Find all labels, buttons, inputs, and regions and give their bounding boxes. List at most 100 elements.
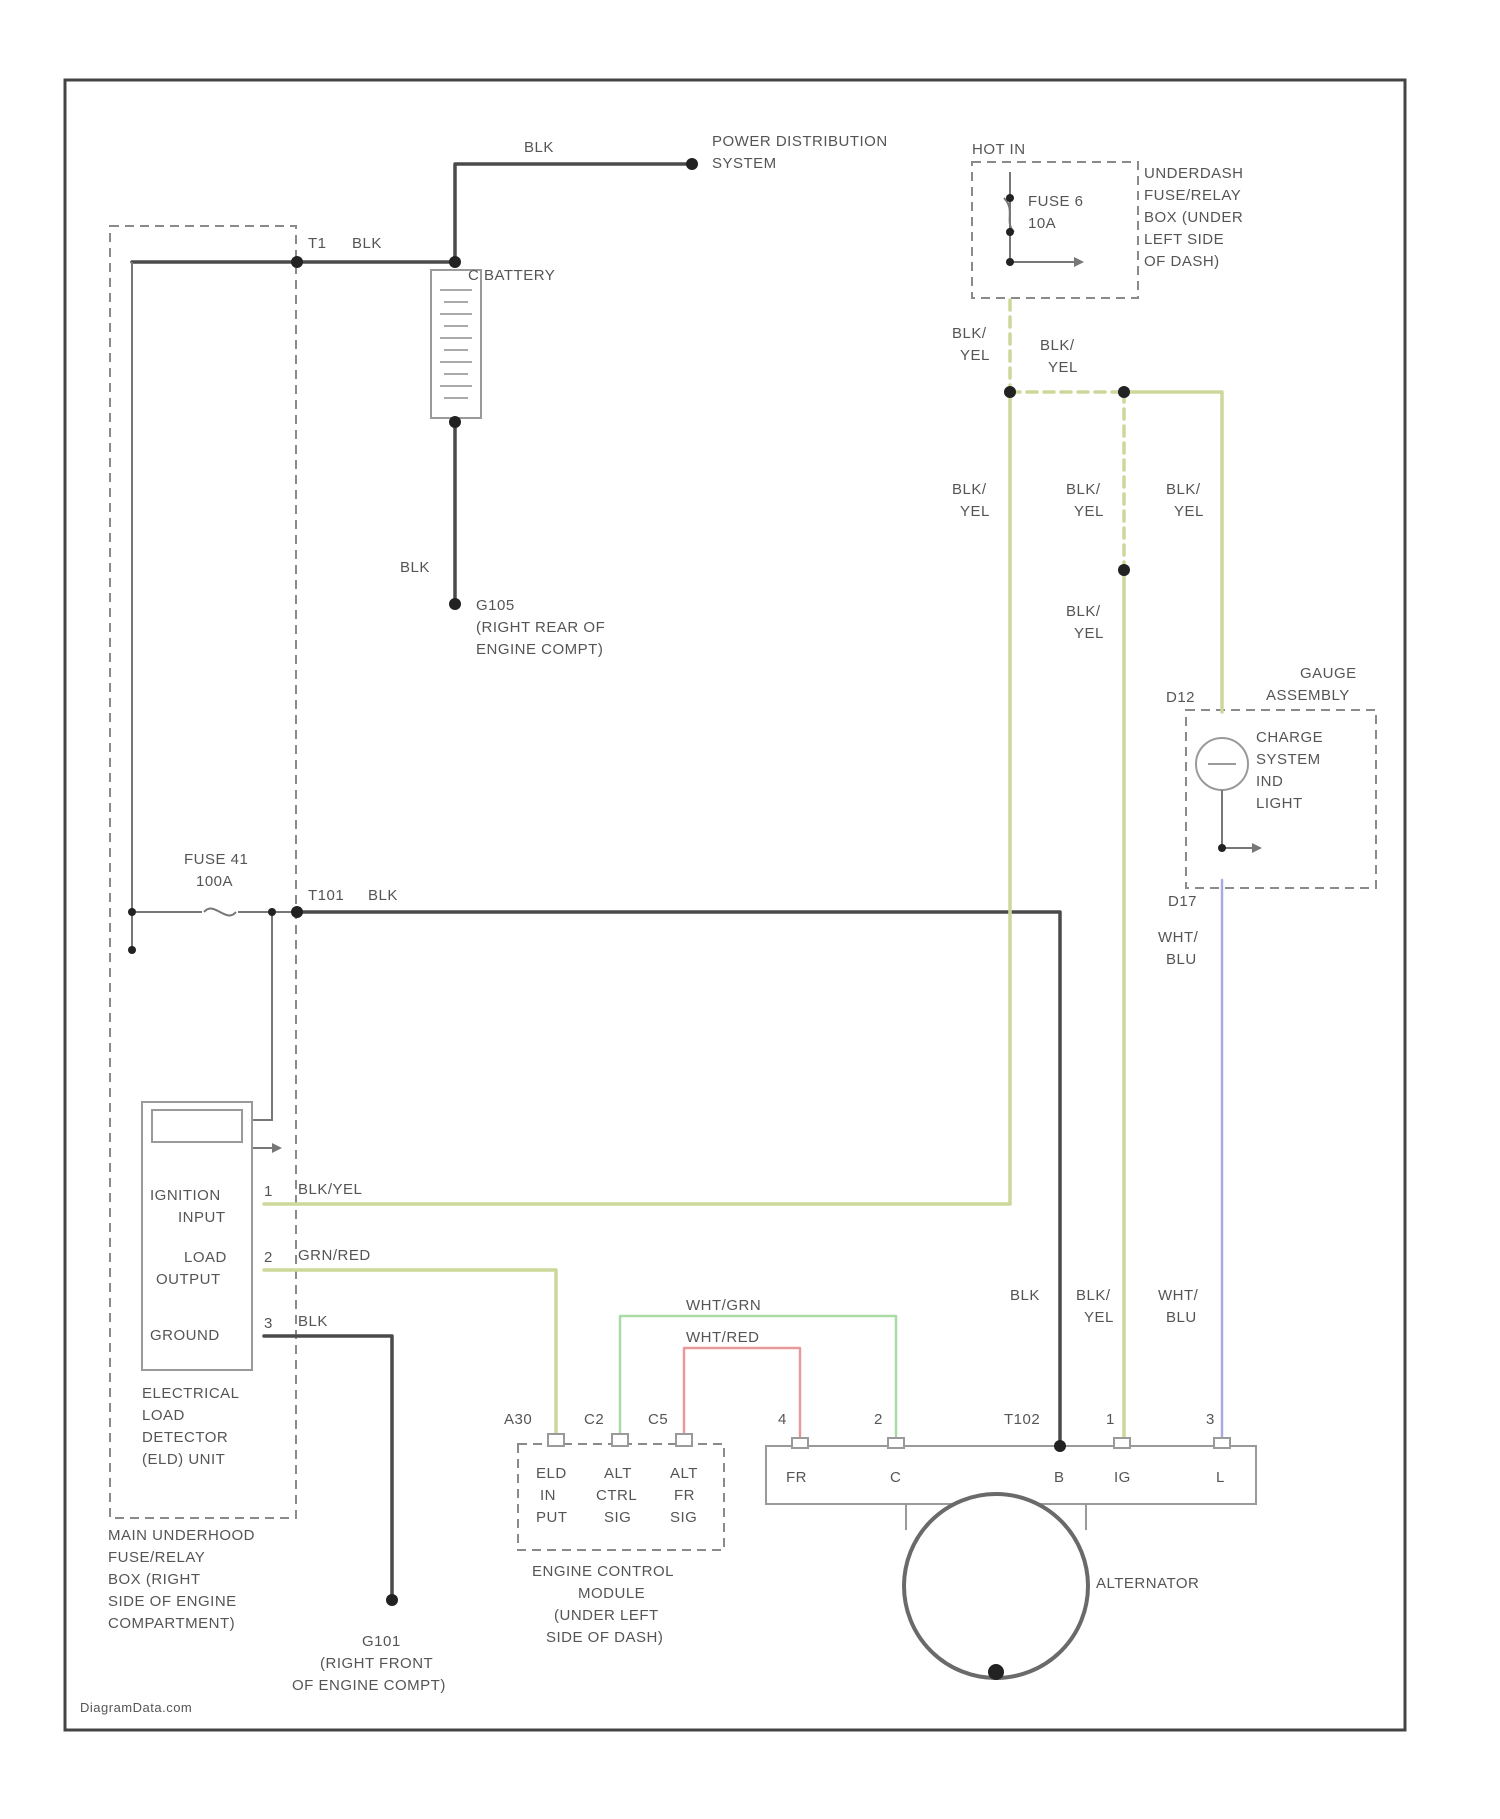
- label-blk-yel-top-2: YEL: [1048, 359, 1078, 376]
- label-ecm-col2-2: CTRL: [596, 1487, 637, 1504]
- label-blk-yel-v2-1: BLK/: [1066, 481, 1101, 498]
- label-ecm-col1-1: ELD: [536, 1465, 567, 1482]
- label-g101-2: (RIGHT FRONT: [320, 1655, 433, 1672]
- label-g101-1: G101: [362, 1633, 401, 1650]
- dot-gauge-a: [1218, 844, 1226, 852]
- label-ecm-col3-3: SIG: [670, 1509, 697, 1526]
- dot-fuse41-b: [268, 908, 276, 916]
- label-ecm-col2-3: SIG: [604, 1509, 631, 1526]
- charge-light-symbol: [1196, 738, 1262, 853]
- dot-ground-g105: [449, 598, 461, 610]
- label-blk-yel-bottom-2: YEL: [1084, 1309, 1114, 1326]
- gauge-internal-line: [1222, 790, 1254, 848]
- label-ecm-col3-2: FR: [674, 1487, 695, 1504]
- fuse-41-symbol: [132, 262, 297, 1153]
- wire-blk-eld-ground: [264, 1336, 392, 1600]
- label-eld-output: OUTPUT: [156, 1271, 221, 1288]
- label-underdash-5: OF DASH): [1144, 253, 1220, 270]
- label-ecm-2: MODULE: [578, 1585, 645, 1602]
- label-d17: D17: [1168, 893, 1197, 910]
- label-ecm-col1-2: IN: [540, 1487, 556, 1504]
- label-blk-ground: BLK: [400, 559, 430, 576]
- alternator-symbol: [766, 1438, 1256, 1678]
- label-alt-pin-t102: T102: [1004, 1411, 1040, 1428]
- label-blk-yel-top-1: BLK/: [1040, 337, 1075, 354]
- label-fuse6-2: 10A: [1028, 215, 1056, 232]
- battery-body: [431, 270, 481, 418]
- wire-blk-yel-gauge: [1124, 392, 1222, 712]
- dot-fuse41-a: [128, 908, 136, 916]
- label-wire-blk-yel: BLK/YEL: [298, 1181, 362, 1198]
- label-charge-3: IND: [1256, 773, 1283, 790]
- wire-blk-yel-eld-input: [264, 392, 1010, 1204]
- label-main-box-2: FUSE/RELAY: [108, 1549, 205, 1566]
- dot-power-distribution: [686, 158, 698, 170]
- label-eld-ignition: IGNITION: [150, 1187, 221, 1204]
- label-wht-blu-2-2: BLU: [1166, 1309, 1197, 1326]
- label-watermark: DiagramData.com: [80, 1700, 192, 1715]
- label-underdash-1: UNDERDASH: [1144, 165, 1244, 182]
- label-ecm-1: ENGINE CONTROL: [532, 1563, 674, 1580]
- label-eld-pin-3: 3: [264, 1315, 273, 1332]
- eld-inner-box: [152, 1110, 242, 1142]
- label-wire-grn-red: GRN/RED: [298, 1247, 371, 1264]
- battery-symbol: [431, 270, 481, 418]
- label-g105-2: (RIGHT REAR OF: [476, 619, 605, 636]
- label-blk-t1: BLK: [352, 235, 382, 252]
- label-eld-unit-3: DETECTOR: [142, 1429, 228, 1446]
- label-blk-bottom: BLK: [1010, 1287, 1040, 1304]
- dot-battery-pos: [449, 256, 461, 268]
- label-wht-red: WHT/RED: [686, 1329, 760, 1346]
- label-fuse6-1: FUSE 6: [1028, 193, 1084, 210]
- wire-group-blk-yel: [264, 300, 1222, 1446]
- label-wht-blu-1-1: WHT/: [1158, 929, 1199, 946]
- label-eld-input: INPUT: [178, 1209, 226, 1226]
- dot-t1: [291, 256, 303, 268]
- label-t1: T1: [308, 235, 327, 252]
- dot-blk-yel-right: [1118, 386, 1130, 398]
- label-alt-pin-2: 2: [874, 1411, 883, 1428]
- dot-fuse6-a: [1006, 194, 1014, 202]
- label-ecm-4: SIDE OF DASH): [546, 1629, 663, 1646]
- label-underdash-2: FUSE/RELAY: [1144, 187, 1241, 204]
- label-eld-load: LOAD: [184, 1249, 227, 1266]
- label-eld-unit-4: (ELD) UNIT: [142, 1451, 225, 1468]
- eld-feed-arrow: [272, 1143, 282, 1153]
- label-main-box-4: SIDE OF ENGINE: [108, 1593, 237, 1610]
- dot-blk-yel-mid: [1118, 564, 1130, 576]
- dot-blk-yel-left: [1004, 386, 1016, 398]
- label-battery: C BATTERY: [468, 267, 555, 284]
- label-ecm-col2-1: ALT: [604, 1465, 632, 1482]
- dot-fuse6-c: [1006, 258, 1014, 266]
- label-eld-unit-1: ELECTRICAL: [142, 1385, 240, 1402]
- label-blk-yel-left1-1: BLK/: [952, 325, 987, 342]
- label-power-distribution-2: SYSTEM: [712, 155, 777, 172]
- label-g101-3: OF ENGINE COMPT): [292, 1677, 446, 1694]
- label-ecm-pin-c2: C2: [584, 1411, 604, 1428]
- fuse41-element: [204, 909, 236, 916]
- wire-blk-power-distribution: [455, 164, 692, 262]
- label-underdash-3: BOX (UNDER: [1144, 209, 1243, 226]
- label-g105-1: G105: [476, 597, 515, 614]
- label-blk-yel-v2-2: YEL: [1074, 503, 1104, 520]
- label-eld-unit-2: LOAD: [142, 1407, 185, 1424]
- dot-t101: [291, 906, 303, 918]
- dot-alt-b: [1054, 1440, 1066, 1452]
- label-blk-yel-v1-1: BLK/: [952, 481, 987, 498]
- label-blk-t101: BLK: [368, 887, 398, 904]
- label-blk-top: BLK: [524, 139, 554, 156]
- label-alternator: ALTERNATOR: [1096, 1575, 1199, 1592]
- wire-group-blk: [132, 164, 1060, 1600]
- label-eld-pin-2: 2: [264, 1249, 273, 1266]
- label-blk-yel-v3-2: YEL: [1174, 503, 1204, 520]
- label-blk-yel-v4-1: BLK/: [1066, 603, 1101, 620]
- label-wht-grn: WHT/GRN: [686, 1297, 761, 1314]
- label-underdash-4: LEFT SIDE: [1144, 231, 1224, 248]
- wire-blk-t101: [297, 912, 1060, 1446]
- label-eld-ground: GROUND: [150, 1327, 220, 1344]
- label-main-box-5: COMPARTMENT): [108, 1615, 235, 1632]
- label-alt-ig: IG: [1114, 1469, 1131, 1486]
- label-main-box-3: BOX (RIGHT: [108, 1571, 201, 1588]
